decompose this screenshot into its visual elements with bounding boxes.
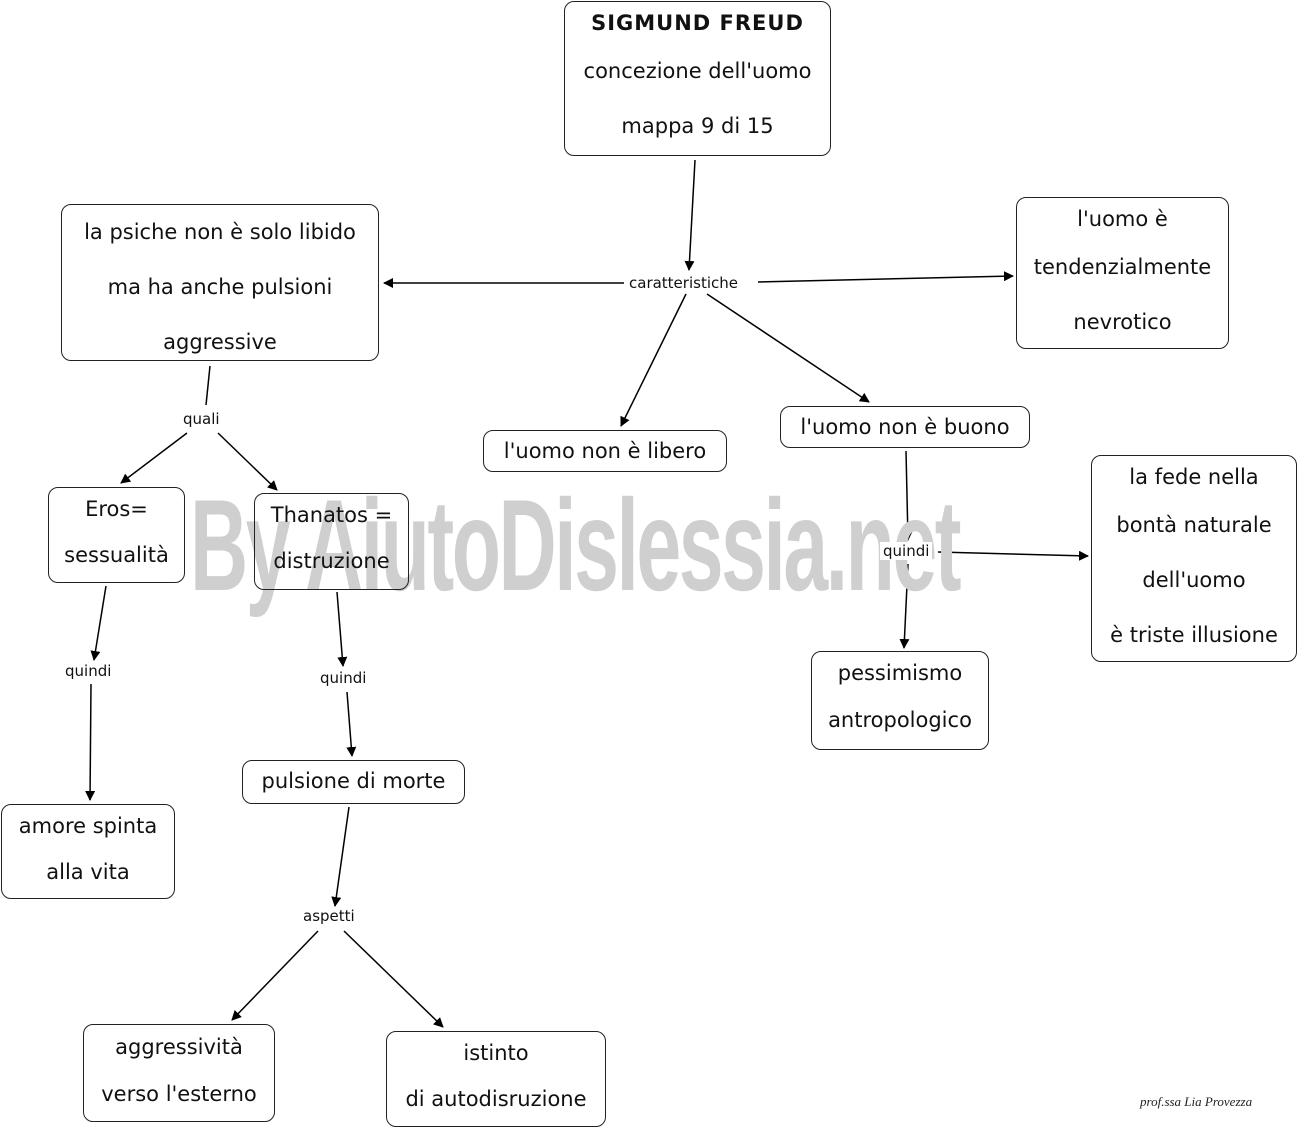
link-label-quindi-thanatos: quindi <box>317 669 370 687</box>
node-non-libero-label: l'uomo non è libero <box>503 439 707 463</box>
link-label-quali: quali <box>180 410 223 428</box>
node-psiche-line2: ma ha anche pulsioni <box>107 275 333 299</box>
node-istinto-line2: di autodisruzione <box>405 1087 587 1111</box>
node-psiche-line1: la psiche non è solo libido <box>84 220 356 244</box>
edge-thanatos-quindi <box>336 591 348 667</box>
edge-caratteristiche-non-buono <box>706 293 870 403</box>
node-pulsione-label: pulsione di morte <box>261 769 446 793</box>
node-pulsione[interactable]: pulsione di morte <box>242 760 465 804</box>
node-aggressivita-line2: verso l'esterno <box>101 1082 257 1106</box>
link-label-quindi-eros: quindi <box>62 662 115 680</box>
edge-non-buono-quindi <box>902 450 913 541</box>
node-title-name: SIGMUND FREUD <box>591 11 804 35</box>
node-non-libero[interactable]: l'uomo non è libero <box>483 430 727 472</box>
edge-quali-thanatos <box>217 432 278 491</box>
node-fede-line1: la fede nella <box>1129 465 1259 489</box>
node-non-buono[interactable]: l'uomo non è buono <box>780 406 1030 448</box>
link-label-quindi-buono: quindi <box>880 542 933 560</box>
node-eros-line1: Eros= <box>85 497 148 521</box>
node-thanatos-line1: Thanatos = <box>270 503 393 527</box>
node-aggressivita-line1: aggressività <box>115 1035 243 1059</box>
node-amore-line2: alla vita <box>46 860 130 884</box>
node-psiche[interactable]: la psiche non è solo libido ma ha anche … <box>61 204 379 361</box>
edge-quindi-fede <box>937 550 1089 561</box>
edge-quindi-pulsione <box>346 691 357 757</box>
edge-pulsione-aspetti <box>331 806 350 907</box>
node-istinto[interactable]: istinto di autodisruzione <box>386 1031 606 1127</box>
node-psiche-line3: aggressive <box>163 330 277 354</box>
edge-caratteristiche-nevrotico <box>757 271 1014 283</box>
node-amore[interactable]: amore spinta alla vita <box>1 804 175 899</box>
edge-quali-eros <box>120 432 188 484</box>
author-credit: prof.ssa Lia Provezza <box>1140 1094 1253 1109</box>
edge-caratteristiche-non-libero <box>620 293 687 427</box>
edge-title-caratteristiche <box>684 159 696 271</box>
edge-psiche-quali <box>205 365 211 406</box>
node-pessimismo-line1: pessimismo <box>837 661 963 685</box>
node-istinto-line1: istinto <box>463 1041 529 1065</box>
node-pessimismo-line2: antropologico <box>828 708 972 732</box>
node-title-map-number: mappa 9 di 15 <box>621 114 774 138</box>
node-thanatos[interactable]: Thanatos = distruzione <box>254 493 409 590</box>
node-nevrotico-line2: tendenzialmente <box>1033 255 1212 279</box>
node-fede-line3: dell'uomo <box>1142 568 1246 592</box>
node-eros-line2: sessualità <box>64 543 169 567</box>
node-nevrotico[interactable]: l'uomo è tendenzialmente nevrotico <box>1016 197 1229 349</box>
link-label-caratteristiche: caratteristiche <box>626 274 741 292</box>
node-non-buono-label: l'uomo non è buono <box>800 415 1010 439</box>
node-eros[interactable]: Eros= sessualità <box>48 487 185 583</box>
node-title-subtitle: concezione dell'uomo <box>583 59 812 83</box>
node-title[interactable]: SIGMUND FREUD concezione dell'uomo mappa… <box>564 1 831 156</box>
link-label-aspetti: aspetti <box>300 907 358 925</box>
node-amore-line1: amore spinta <box>18 814 158 838</box>
node-thanatos-line2: distruzione <box>273 549 390 573</box>
node-fede-line4: è triste illusione <box>1110 623 1278 647</box>
edge-quindi-pessimismo <box>899 563 910 649</box>
edge-quindi-amore <box>85 683 96 801</box>
node-pessimismo[interactable]: pessimismo antropologico <box>811 651 989 750</box>
edge-aspetti-istinto <box>343 930 444 1028</box>
node-nevrotico-line3: nevrotico <box>1073 310 1172 334</box>
node-nevrotico-line1: l'uomo è <box>1077 207 1168 231</box>
edge-eros-quindi <box>90 585 107 661</box>
node-fede-line2: bontà naturale <box>1116 513 1272 537</box>
edge-aspetti-aggressivita <box>231 930 319 1021</box>
node-aggressivita[interactable]: aggressività verso l'esterno <box>83 1024 275 1122</box>
node-fede[interactable]: la fede nella bontà naturale dell'uomo è… <box>1091 455 1297 662</box>
